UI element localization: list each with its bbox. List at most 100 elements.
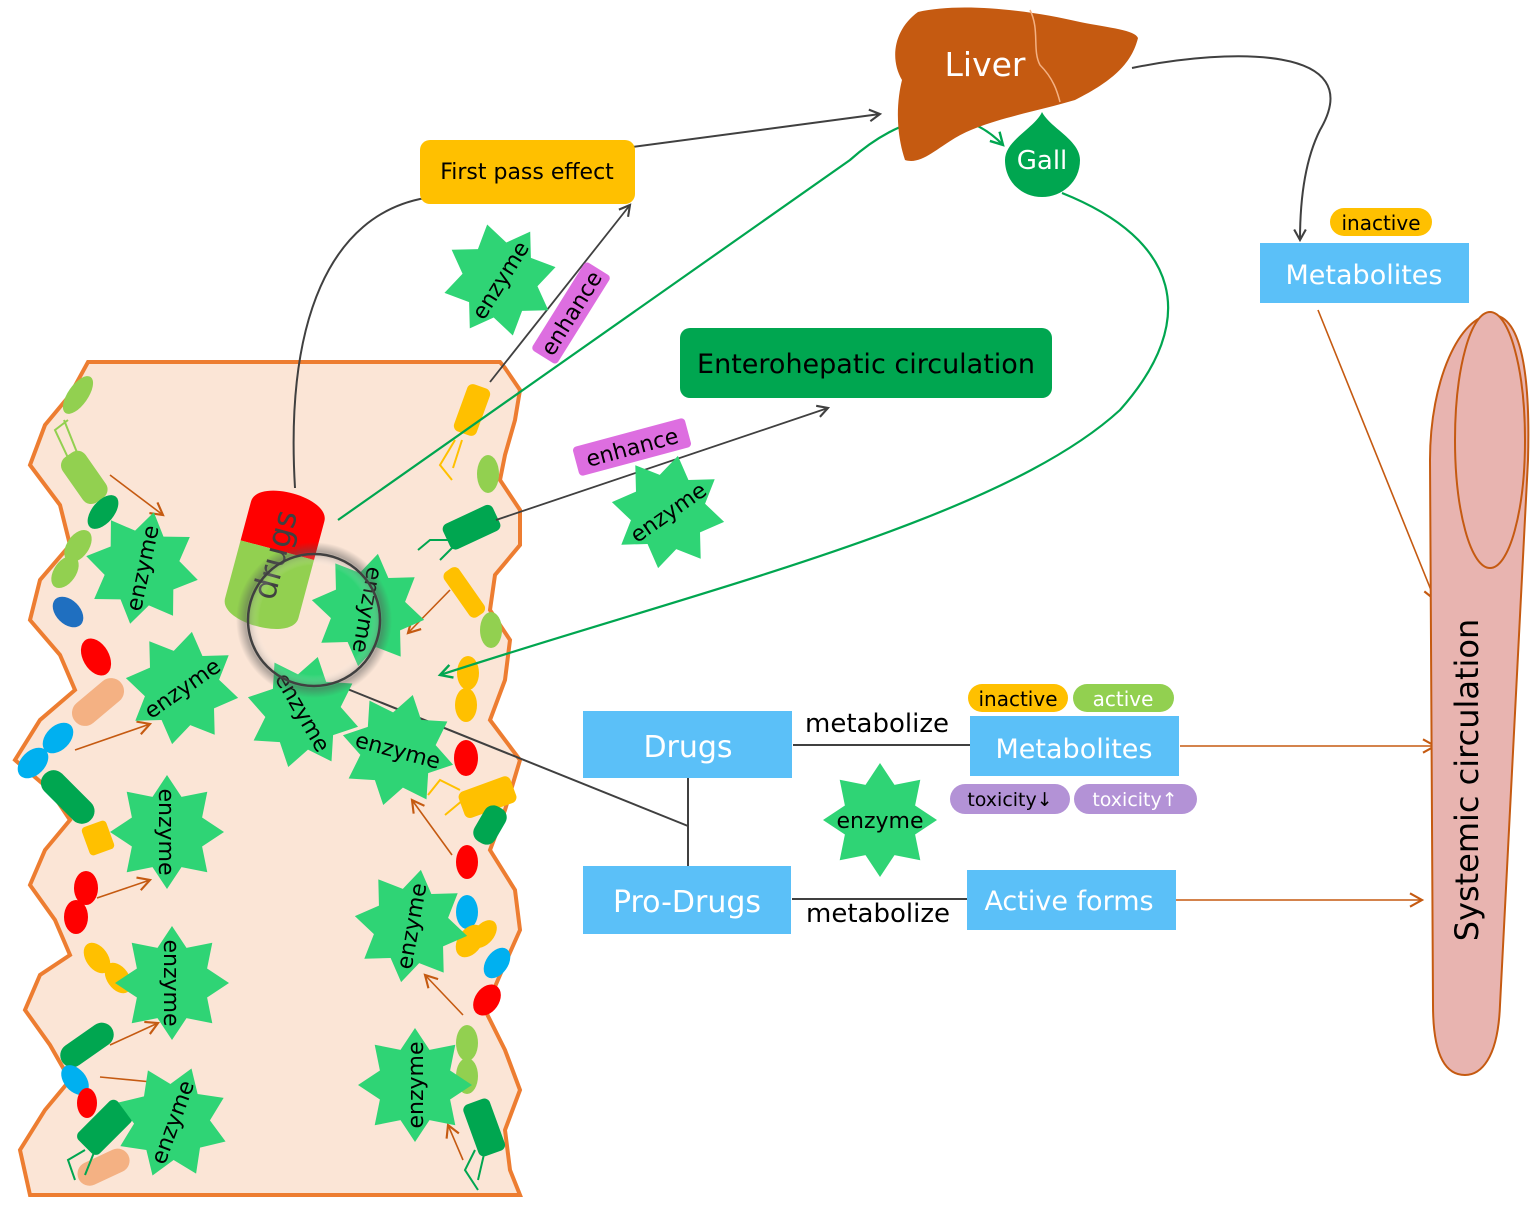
bacterium [453,384,491,436]
first-pass-to-liver-arrow [594,108,883,153]
systemic-label: Systemic circulation [1448,619,1486,942]
bacterium [83,942,111,974]
liver: Liver [895,7,1138,161]
bacterium [442,504,501,550]
enterohepatic-box: Enterohepatic circulation [680,328,1052,398]
enzyme-star-shape [86,512,198,624]
bacterium [40,770,95,824]
enzymes: enzyme enzyme enzyme enzyme enzyme enzym… [86,224,937,1176]
liver-shape [895,7,1138,161]
bacterium [87,495,119,529]
prodrugs-box-label: Pro-Drugs [613,885,761,920]
bacterium [80,638,112,676]
bacterium [62,376,94,414]
enzyme: enzyme [354,869,468,983]
toxicity-down-label: toxicity↓ [967,789,1052,811]
bacterium [457,656,479,690]
enzyme: enzyme [823,763,937,877]
bacterium [443,567,486,618]
enzyme-star-shape [118,1068,226,1176]
enzyme-star-shape [115,926,229,1040]
gall-shape [1005,112,1080,197]
enzyme-star-shape [342,694,454,806]
enzyme-star-shape [354,869,468,983]
enzyme: enzyme [342,694,454,806]
bacterium [477,455,499,493]
bacterium [77,1088,97,1118]
metabolites-top-box: Metabolites [1260,243,1469,303]
systemic-circulation-vessel: Systemic circulation [1428,311,1530,1077]
bacterium [61,1065,89,1095]
pill-red-half [240,490,325,561]
bacterium [471,920,497,948]
gut-bacteria [17,376,517,1186]
enzyme-star-shape [358,1028,472,1142]
bacterium [455,688,477,722]
metabolites-top-label: Metabolites [1286,260,1443,291]
active-tag: active [1073,684,1174,712]
first-pass-box: First pass effect [420,140,635,204]
bacterium [463,1098,506,1157]
bacterium [64,529,92,563]
enzyme-star-shape [823,763,937,877]
magnifier-lens [236,542,392,698]
enzyme: enzyme [115,926,229,1040]
enhance-label-1: enhance [537,267,608,360]
bacterium [456,845,478,879]
inactive-top-tag: inactive [1330,208,1432,236]
metabolites-box: Metabolites [970,716,1179,776]
enzyme-label: enzyme [404,1041,429,1128]
bacterium [52,596,84,628]
liver-lobe-line [1029,9,1061,103]
metabolites-box-label: Metabolites [996,734,1153,765]
enzyme-star-shape [444,224,556,336]
gall-bladder: Gall [1005,112,1080,197]
bacterium [60,450,108,505]
prodrugs-box: Pro-Drugs [583,866,791,934]
first-pass-label: First pass effect [440,160,614,185]
bacterium [71,678,125,726]
enzyme-star-shape [125,631,239,745]
bacteria-to-first-pass-arrow [489,203,632,383]
bacterium [77,1148,130,1186]
drugs-box: Drugs [583,711,792,778]
enzyme: enzyme [110,775,224,889]
liver-label: Liver [945,45,1026,84]
enzyme: enzyme [118,1068,226,1176]
enzyme: enzyme [611,455,725,569]
enzyme-star-shape [611,455,725,569]
active-tag-label: active [1093,687,1154,711]
enzyme-label: enzyme [158,939,183,1026]
metabolize-label-1: metabolize [805,709,949,739]
bacterium [81,820,115,856]
bacterium [42,722,74,754]
bacterium [480,612,502,648]
bacterium [454,740,478,776]
toxicity-up-label: toxicity↑ [1092,789,1177,811]
metabolize-label-2: metabolize [806,899,950,929]
toxicity-down-tag: toxicity↓ [950,784,1070,814]
enzyme: enzyme [125,631,239,745]
gall-to-intestine-arrow [437,191,1170,679]
bacterium [473,805,507,845]
inactive-tag: inactive [968,684,1068,712]
toxicity-up-tag: toxicity↑ [1074,784,1197,814]
bacterium [473,984,501,1016]
bacterium [456,895,478,929]
bacterium [77,1099,133,1155]
enzyme: enzyme [86,512,198,624]
enzyme-label: enzyme [836,809,923,834]
flagella [53,419,486,1191]
bacterium [74,871,98,905]
bacteria-to-enterohepatic-arrow [495,404,831,521]
bacterium [51,555,79,589]
drug-to-first-pass-line [292,197,426,489]
bacterium [64,900,88,934]
liver-to-metabolites-arrow [1131,55,1332,243]
vessel-opening [1454,311,1526,569]
enzyme-label: enzyme [153,788,178,875]
inactive-top-label: inactive [1341,211,1420,235]
bacterium [456,1025,478,1061]
active-forms-box: Active forms [967,870,1176,930]
enterohepatic-label: Enterohepatic circulation [697,349,1035,380]
